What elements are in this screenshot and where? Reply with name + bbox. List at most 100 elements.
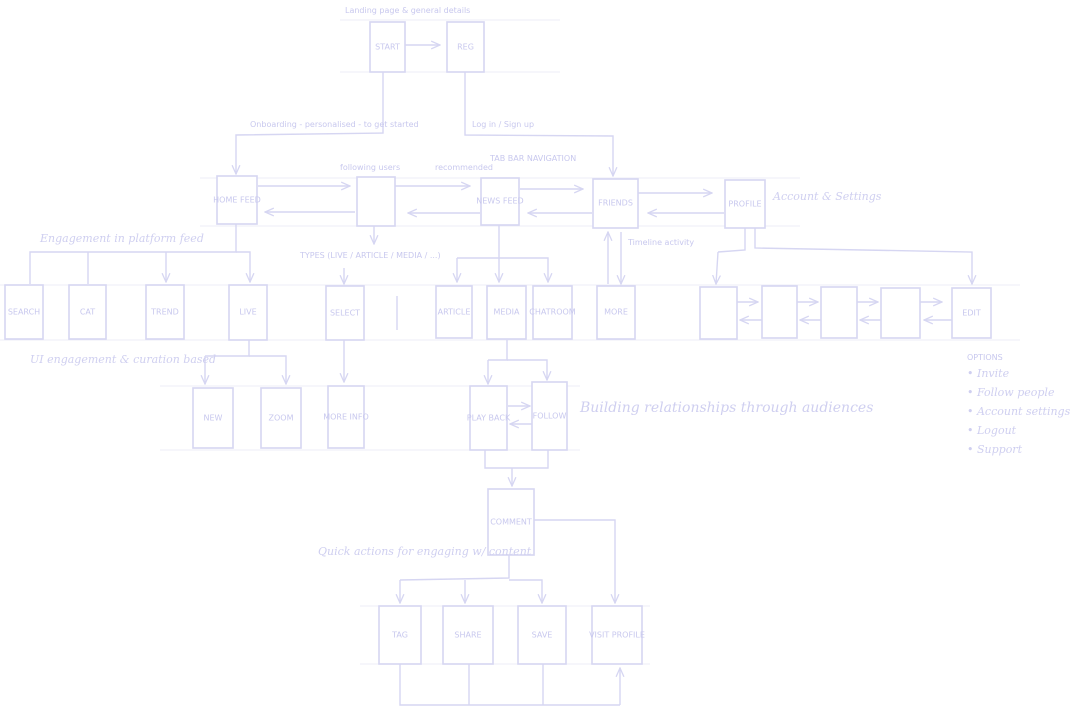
option-item: • Logout bbox=[967, 424, 1017, 437]
annotation-timeline: Timeline activity bbox=[627, 238, 694, 247]
node-article: ARTICLE bbox=[435, 285, 473, 339]
node-follow: FOLLOW bbox=[531, 381, 568, 451]
annotation-onboarding: Onboarding - personalised - to get start… bbox=[250, 120, 419, 129]
annotation-quick-actions: Quick actions for engaging w/ content bbox=[318, 545, 532, 558]
node-zoom: ZOOM bbox=[260, 387, 302, 449]
edge bbox=[499, 257, 548, 282]
node-search: SEARCH bbox=[4, 284, 44, 340]
node-moreinfo: MORE INFO bbox=[323, 385, 369, 449]
edge bbox=[29, 224, 237, 284]
edge bbox=[754, 228, 972, 284]
node-comment: COMMENT bbox=[487, 488, 535, 556]
node-label: FOLLOW bbox=[533, 412, 567, 421]
edge bbox=[509, 579, 542, 603]
node-label: VISIT PROFILE bbox=[589, 631, 645, 640]
nodes: START REG HOME FEED NEWS FEED FRIENDS PR… bbox=[4, 21, 992, 665]
edge bbox=[399, 664, 620, 706]
annotation-tabbar: TAB BAR NAVIGATION bbox=[489, 154, 576, 163]
edge bbox=[716, 251, 718, 284]
node-label: PROFILE bbox=[728, 200, 761, 209]
node-label: CHATROOM bbox=[529, 308, 575, 317]
node-label: ARTICLE bbox=[438, 308, 471, 317]
node-label: SEARCH bbox=[8, 308, 40, 317]
node-trending: TREND bbox=[145, 284, 185, 340]
edge bbox=[507, 359, 547, 380]
edge bbox=[236, 251, 250, 282]
node-label: COMMENT bbox=[490, 518, 532, 527]
node-save: SAVE bbox=[517, 605, 567, 665]
edge bbox=[534, 519, 615, 603]
option-item: • Follow people bbox=[967, 386, 1055, 399]
node-label: CAT bbox=[80, 308, 95, 317]
node-profile-step-4 bbox=[880, 287, 921, 339]
node-playback: PLAY BACK bbox=[467, 385, 511, 451]
node-label: SELECT bbox=[330, 309, 360, 318]
node-label: REG bbox=[457, 43, 474, 52]
node-label: NEWS FEED bbox=[476, 197, 523, 206]
node-label: FRIENDS bbox=[598, 199, 633, 208]
annotation-building: Building relationships through audiences bbox=[579, 400, 873, 416]
node-new: NEW bbox=[192, 387, 234, 449]
node-homefeed: HOME FEED bbox=[213, 175, 261, 225]
node-tag: TAG bbox=[378, 605, 422, 665]
node-label: NEW bbox=[204, 414, 223, 423]
annotation-recommended: recommended bbox=[435, 163, 493, 172]
node-newsfeed: NEWS FEED bbox=[476, 177, 524, 226]
edge bbox=[512, 450, 549, 469]
edge bbox=[488, 340, 508, 361]
node-label: MORE bbox=[604, 308, 628, 317]
node-media: MEDIA bbox=[486, 285, 527, 340]
option-item: • Account settings bbox=[967, 405, 1071, 418]
node-blank bbox=[356, 176, 396, 227]
annotations: Landing page & general details Onboardin… bbox=[30, 6, 1071, 558]
node-label: LIVE bbox=[239, 308, 256, 317]
node-label: PLAY BACK bbox=[467, 414, 511, 423]
edges bbox=[29, 45, 972, 706]
annotation-login: Log in / Sign up bbox=[472, 120, 534, 129]
annotation-engagement: Engagement in platform feed bbox=[39, 232, 204, 245]
node-start: START bbox=[369, 21, 406, 73]
annotation-top: Landing page & general details bbox=[345, 6, 470, 15]
annotation-ugc: UI engagement & curation based bbox=[30, 353, 216, 366]
node-share: SHARE bbox=[442, 605, 494, 665]
options-title: OPTIONS bbox=[967, 353, 1003, 362]
option-item: • Invite bbox=[967, 367, 1010, 380]
edge bbox=[457, 225, 500, 259]
node-profile-step-3 bbox=[820, 286, 858, 339]
node-label: HOME FEED bbox=[213, 196, 261, 205]
edge bbox=[249, 355, 286, 384]
edge bbox=[484, 450, 512, 469]
annotation-account: Account & Settings bbox=[772, 190, 882, 203]
node-live: LIVE bbox=[228, 284, 268, 341]
node-label: TREND bbox=[150, 308, 179, 317]
option-item: • Support bbox=[967, 443, 1023, 456]
node-label: TAG bbox=[391, 631, 408, 640]
node-friends: FRIENDS bbox=[592, 178, 639, 229]
edge bbox=[399, 555, 510, 581]
node-visitprofile: VISIT PROFILE bbox=[589, 605, 645, 665]
node-profile-step-2 bbox=[761, 285, 798, 339]
node-label: MEDIA bbox=[494, 308, 520, 317]
node-label: EDIT bbox=[962, 309, 981, 318]
node-more: MORE bbox=[596, 285, 636, 340]
edge bbox=[717, 228, 746, 253]
annotation-types: TYPES (LIVE / ARTICLE / MEDIA / ...) bbox=[299, 251, 441, 260]
edge bbox=[464, 72, 613, 176]
node-cat: CAT bbox=[68, 284, 107, 340]
node-edit: EDIT bbox=[951, 287, 992, 339]
node-reg: REG bbox=[446, 21, 485, 73]
node-label: SHARE bbox=[454, 631, 481, 640]
annotation-following: following users bbox=[340, 163, 400, 172]
edge bbox=[236, 72, 384, 174]
node-label: MORE INFO bbox=[323, 413, 369, 422]
node-label: SAVE bbox=[532, 631, 553, 640]
node-profile-step-1 bbox=[699, 286, 738, 340]
node-select: SELECT bbox=[325, 285, 365, 341]
node-label: ZOOM bbox=[269, 414, 294, 423]
row-guides bbox=[0, 19, 1020, 665]
node-label: START bbox=[375, 43, 400, 52]
node-profile: PROFILE bbox=[724, 179, 766, 229]
node-chatroom: CHATROOM bbox=[529, 285, 576, 340]
